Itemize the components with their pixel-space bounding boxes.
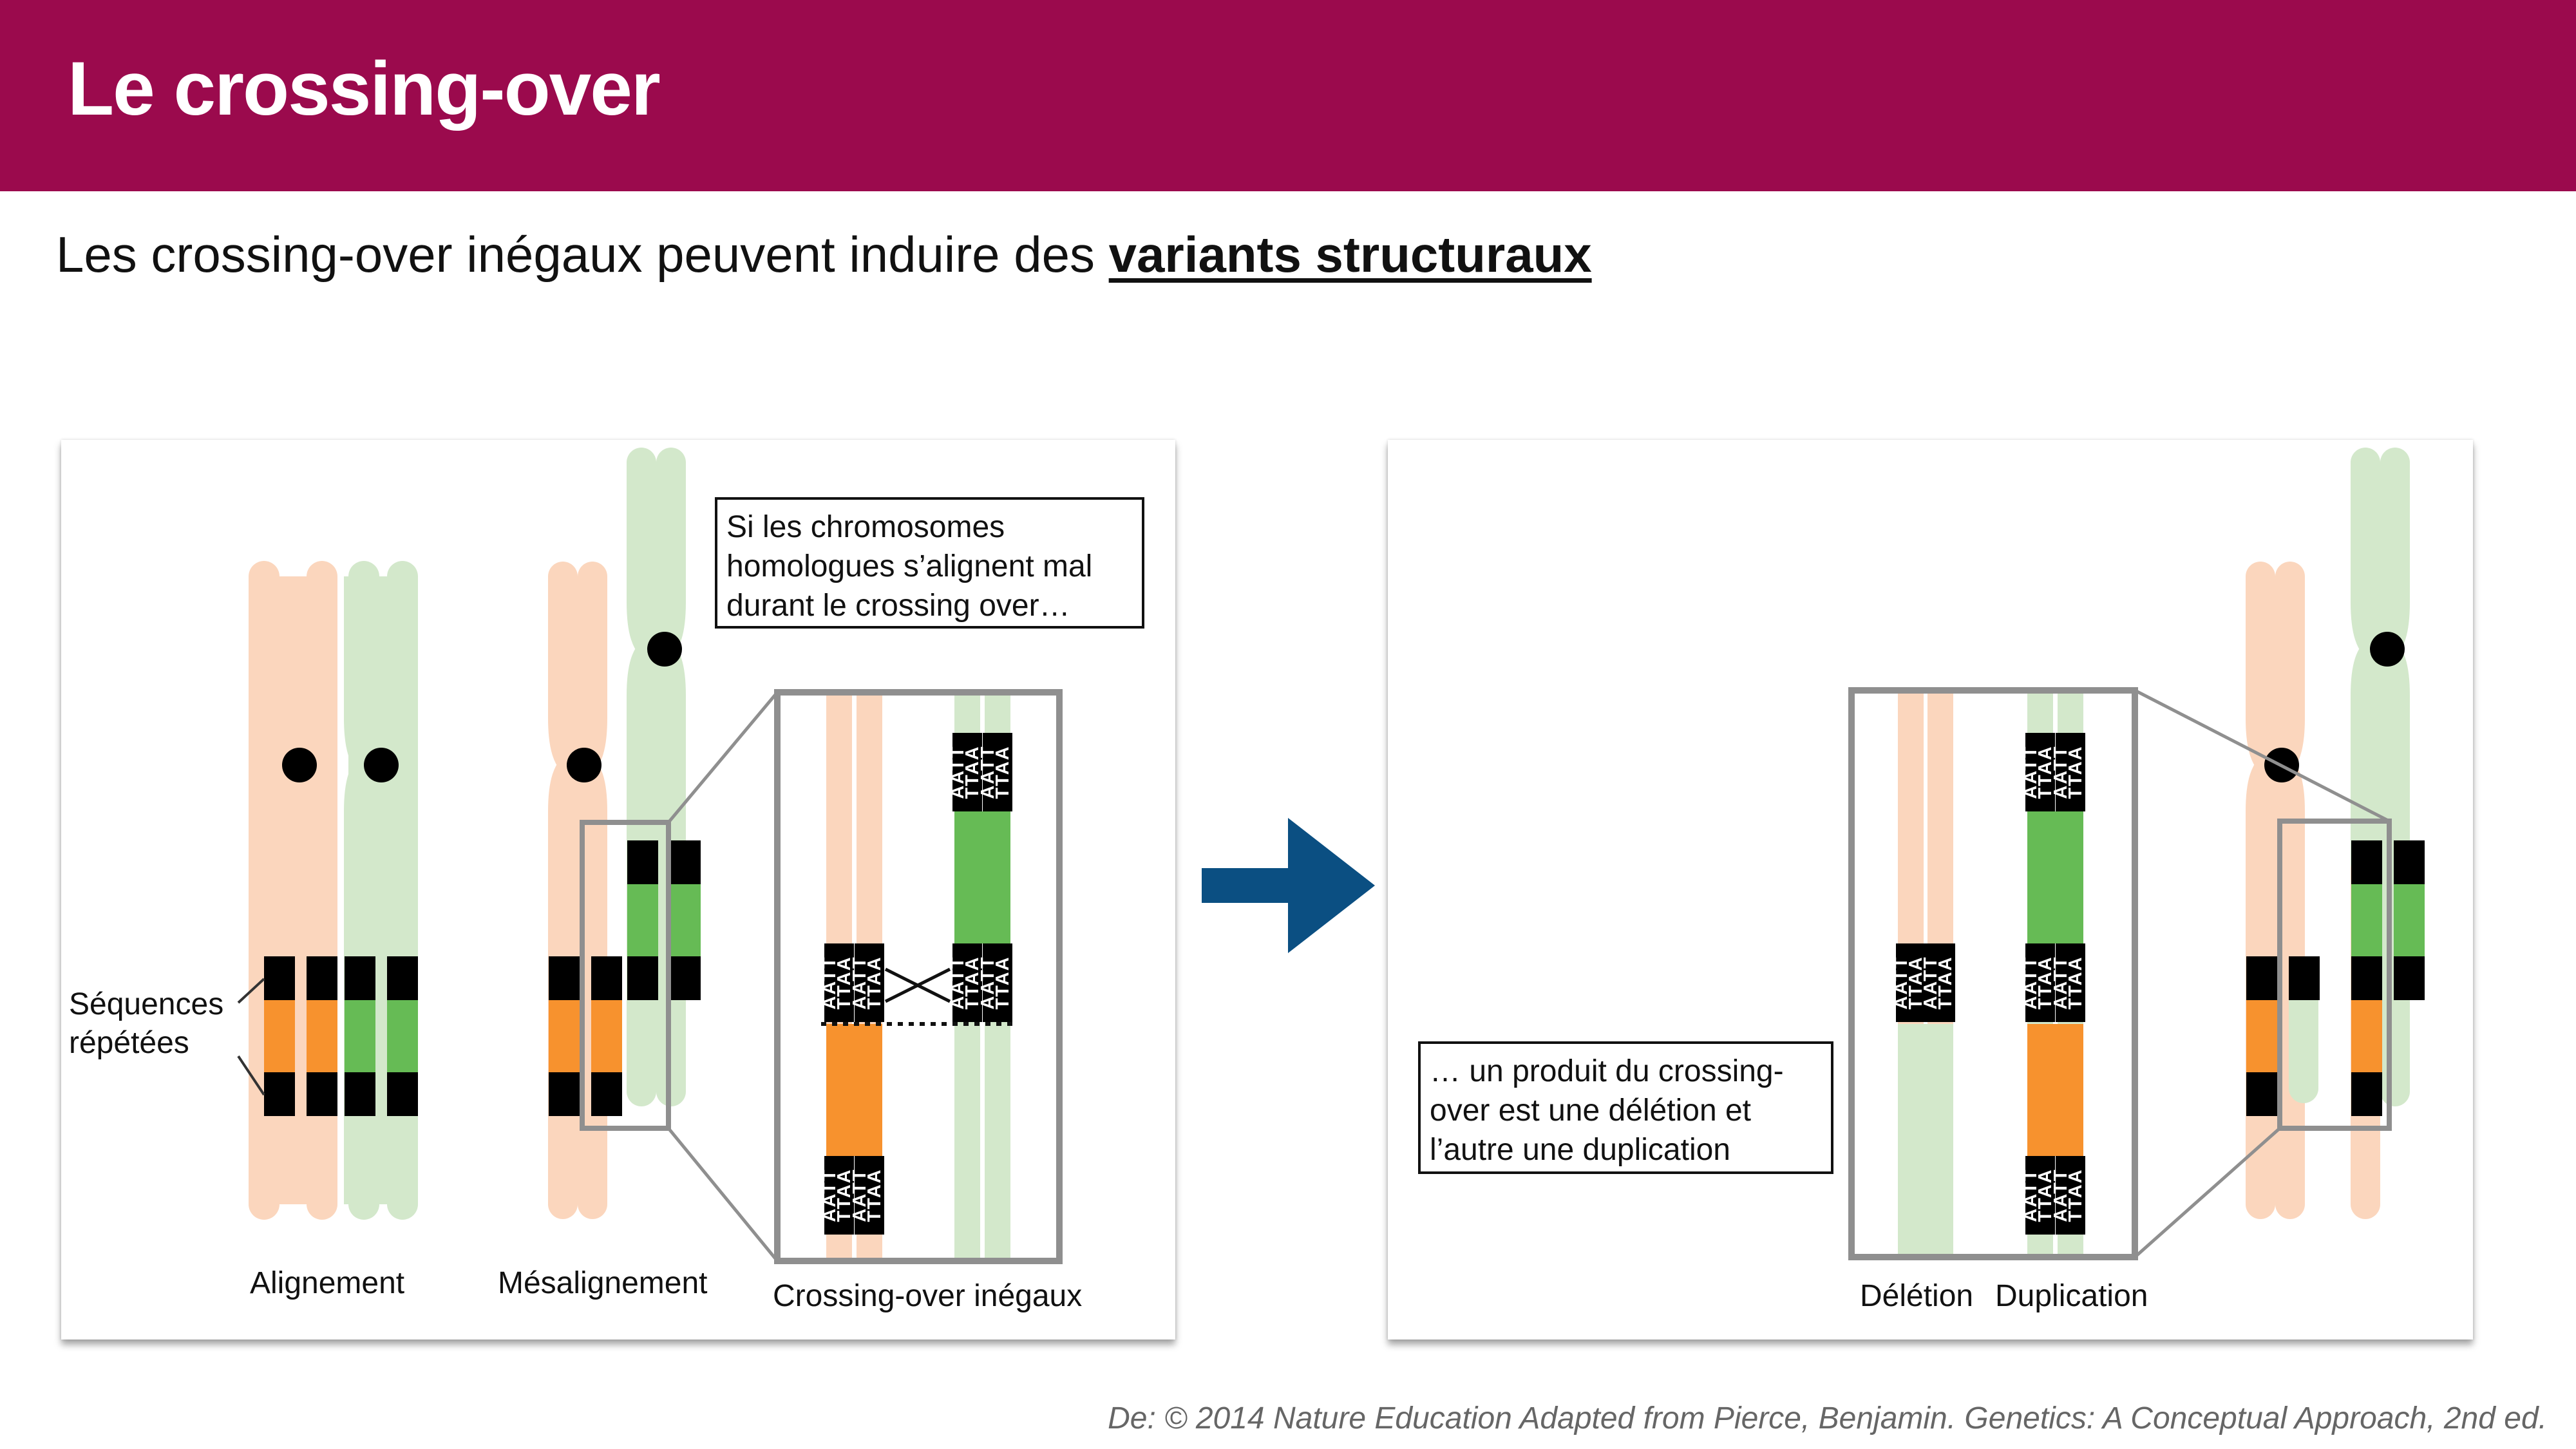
- deletion-duplication-zoom: [1848, 687, 2138, 1260]
- misaligned-chromosome-pair: [548, 448, 779, 1262]
- deletion-label: Délétion: [1860, 1279, 1974, 1313]
- subtitle-emphasis: variants structuraux: [1108, 226, 1592, 283]
- source-citation: De: © 2014 Nature Education Adapted from…: [1108, 1401, 2547, 1435]
- unequal-crossover-zoom: [774, 689, 1063, 1264]
- result-arrow: [1202, 818, 1375, 953]
- zoom-region: [2277, 819, 2392, 1131]
- centromere: [282, 748, 317, 782]
- aligned-chromosome-pair: [237, 561, 418, 1220]
- alignment-label: Alignement: [250, 1266, 405, 1300]
- zoom-region: [580, 820, 671, 1131]
- centromere: [567, 748, 601, 782]
- repeat-bands: [264, 956, 418, 1116]
- result-callout: … un produit du crossing-over est une dé…: [1418, 1041, 1833, 1174]
- repeat-bands: [549, 840, 701, 1116]
- recombinant-chromosome-pair: [2134, 448, 2425, 1258]
- unequal-crossover-label: Crossing-over inégaux: [773, 1279, 1083, 1313]
- misalignment-callout: Si les chromosomes homologues s’alignent…: [715, 497, 1144, 629]
- repeat-bands: [2246, 840, 2425, 1116]
- slide-subtitle: Les crossing-over inégaux peuvent induir…: [56, 225, 1592, 284]
- repeat-sequences-label: Séquences répétées: [69, 987, 224, 1060]
- centromere: [647, 632, 682, 667]
- subtitle-text: Les crossing-over inégaux peuvent induir…: [56, 226, 1109, 283]
- duplication-label: Duplication: [1995, 1279, 2148, 1313]
- misalignment-label: Mésalignement: [498, 1266, 708, 1300]
- header-bar: Le crossing-over: [0, 0, 2576, 191]
- slide-title: Le crossing-over: [68, 46, 661, 131]
- centromere: [2370, 632, 2405, 667]
- centromere: [364, 748, 399, 782]
